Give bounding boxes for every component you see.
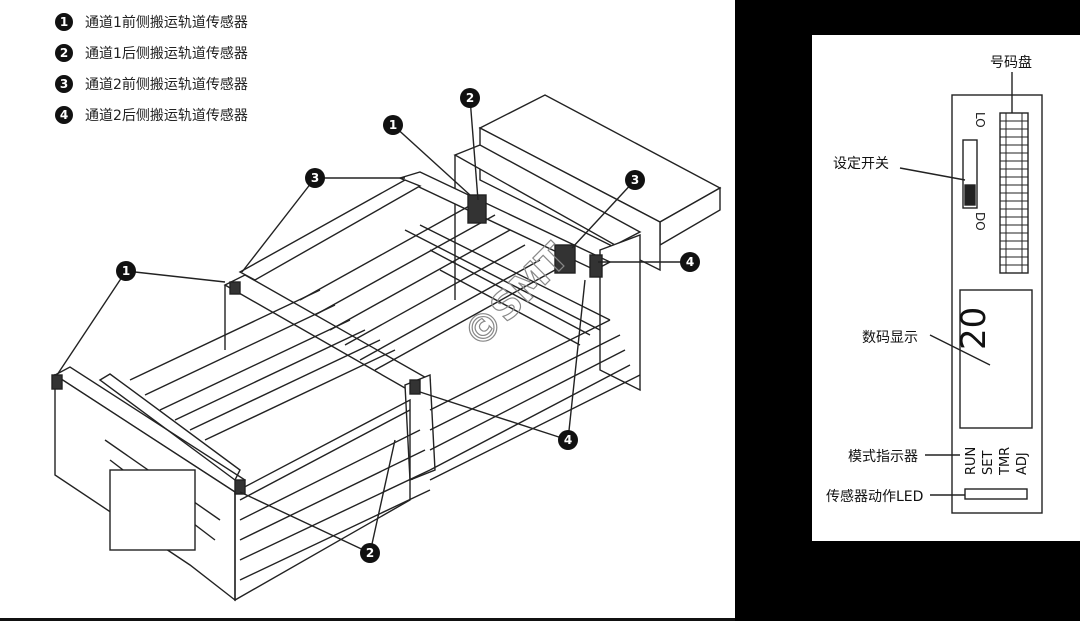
display-value: 20	[954, 307, 994, 350]
legend-item-3: 3 通道2前侧搬运轨道传感器	[55, 74, 248, 94]
legend-text-4: 通道2后侧搬运轨道传感器	[85, 108, 248, 124]
legend-number-4: 4	[55, 106, 73, 124]
switch-lo-text: LO	[973, 112, 987, 128]
display-label: 数码显示	[862, 330, 918, 346]
mode-set: SET	[981, 451, 996, 475]
legend-text-1: 通道1前侧搬运轨道传感器	[85, 15, 248, 31]
callout-4-lower: 4	[564, 433, 572, 447]
callout-4-right: 4	[686, 255, 694, 269]
callout-2-upper: 2	[466, 91, 474, 105]
callout-3-left: 3	[311, 171, 319, 185]
dial-label: 号码盘	[990, 55, 1032, 71]
legend-number-2: 2	[55, 44, 73, 62]
mode-run: RUN	[964, 447, 979, 475]
callout-2-lower: 2	[366, 546, 374, 560]
mode-adj: ADJ	[1015, 452, 1030, 475]
legend-text-2: 通道1后侧搬运轨道传感器	[85, 46, 248, 62]
legend-item-2: 2 通道1后侧搬运轨道传感器	[55, 43, 248, 63]
mode-label: 模式指示器	[848, 449, 918, 465]
mode-tmr: TMR	[998, 447, 1013, 476]
watermark-text: ©SMT	[455, 235, 577, 357]
bottom-border	[0, 618, 735, 621]
switch-label: 设定开关	[833, 156, 889, 172]
led-label: 传感器动作LED	[826, 489, 924, 505]
legend-number-1: 1	[55, 13, 73, 31]
legend-number-3: 3	[55, 75, 73, 93]
callout-3-right: 3	[631, 173, 639, 187]
switch-do-text: DO	[973, 212, 987, 231]
legend-item-1: 1 通道1前侧搬运轨道传感器	[55, 12, 248, 32]
legend-item-4: 4 通道2后侧搬运轨道传感器	[55, 105, 248, 125]
callout-1-upper: 1	[389, 118, 397, 132]
legend-text-3: 通道2前侧搬运轨道传感器	[85, 77, 248, 93]
callout-1-left: 1	[122, 264, 130, 278]
